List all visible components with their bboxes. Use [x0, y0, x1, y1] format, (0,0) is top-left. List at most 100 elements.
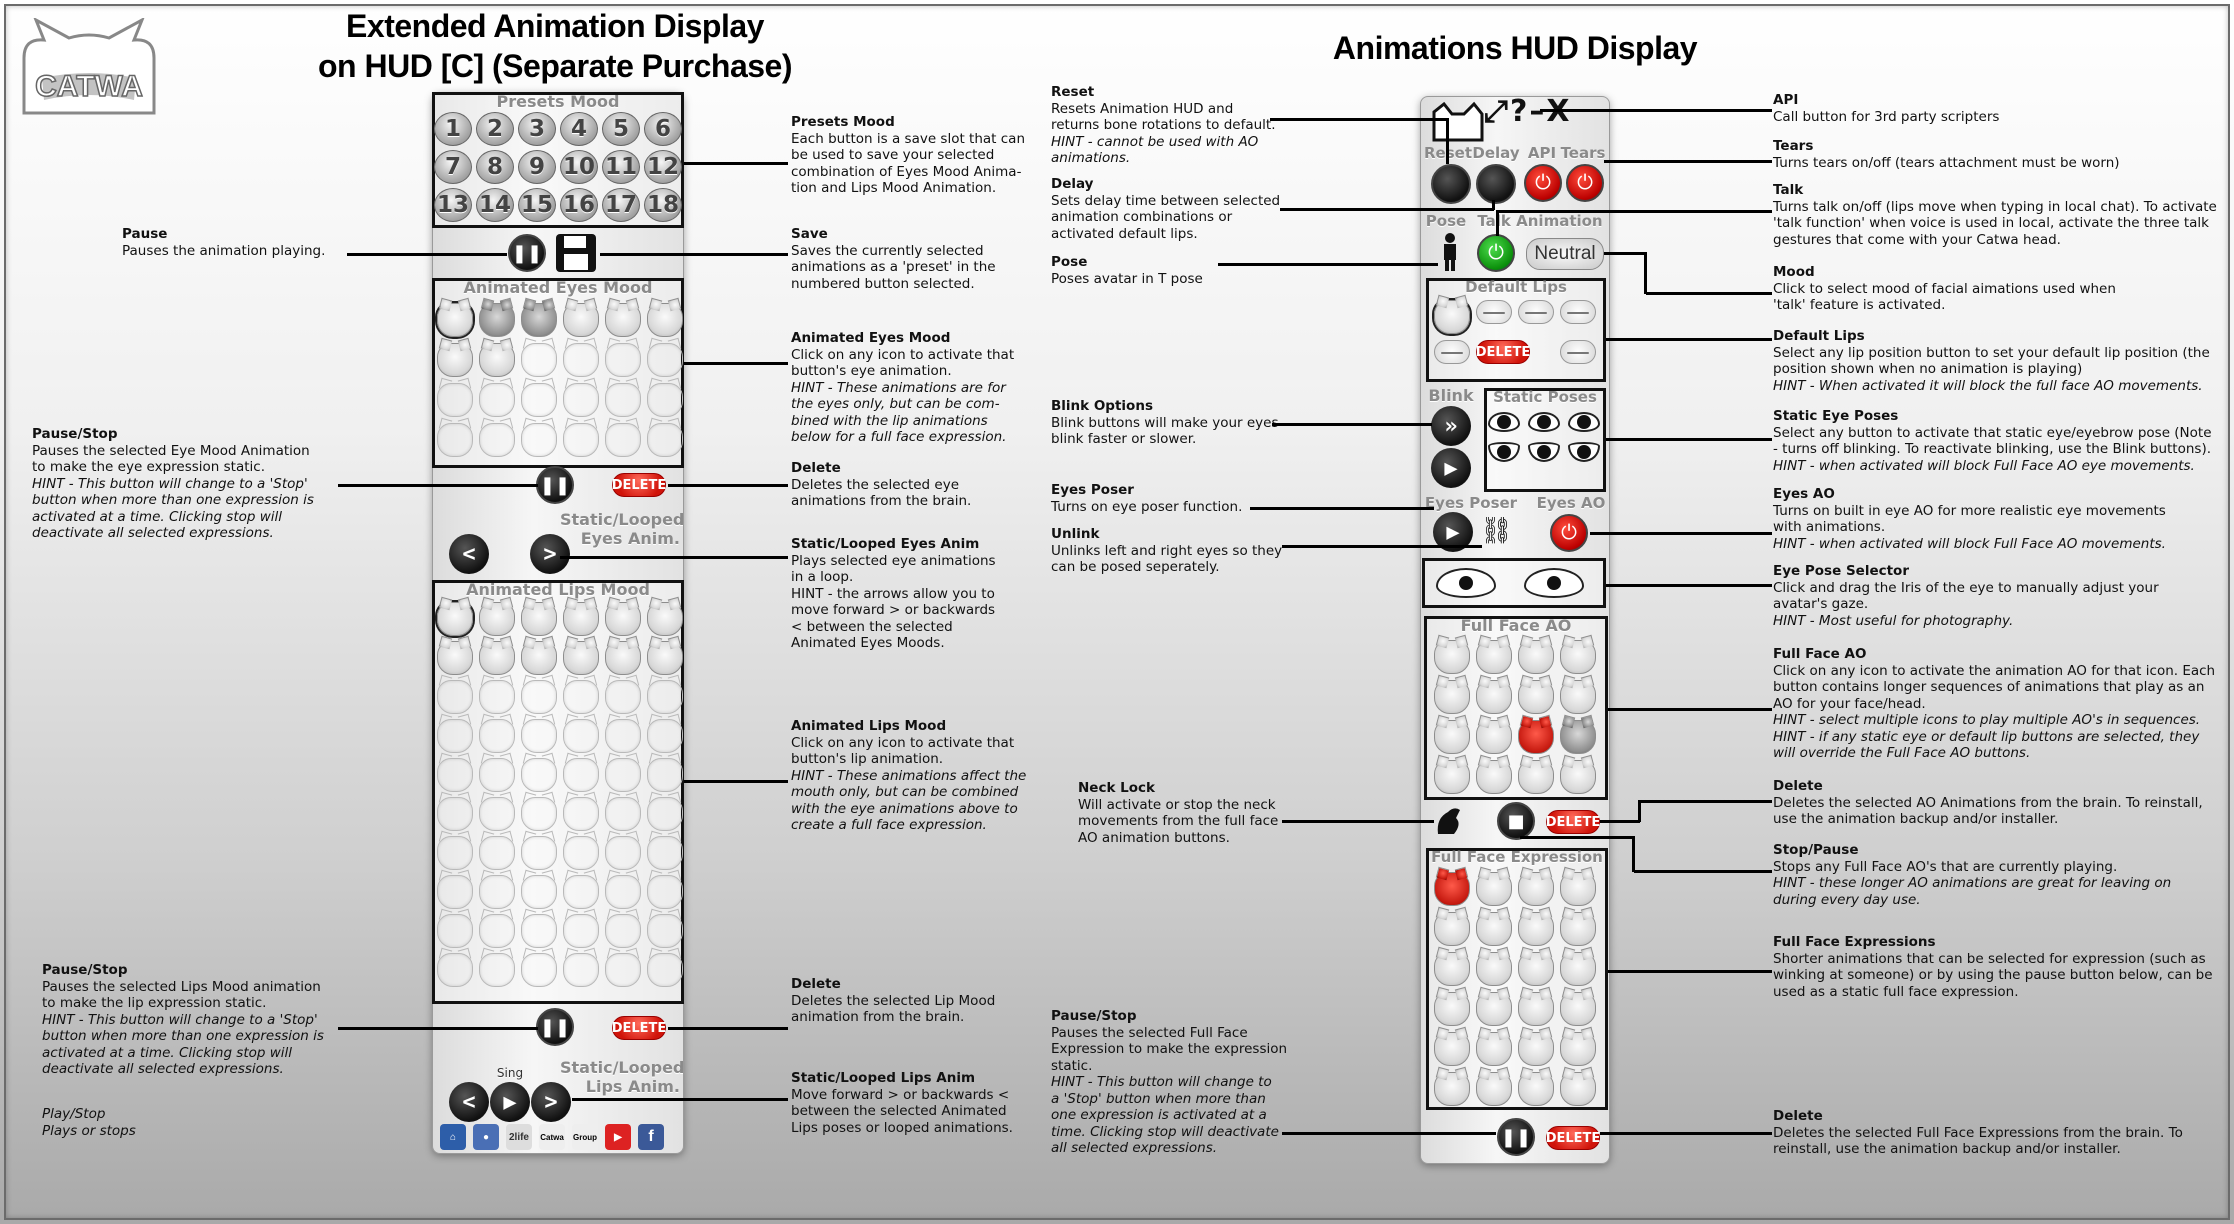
- full-face-ao-icon[interactable]: [1434, 720, 1470, 754]
- lip-mood-icon[interactable]: [647, 602, 683, 636]
- lip-mood-icon[interactable]: [521, 602, 557, 636]
- lip-mood-icon[interactable]: [605, 758, 641, 792]
- catwa-head-icon[interactable]: ●: [473, 1124, 499, 1150]
- full-face-expression-icon[interactable]: [1560, 912, 1596, 946]
- lip-mood-icon[interactable]: [437, 836, 473, 870]
- eye-mood-icon[interactable]: [605, 343, 641, 377]
- lip-mood-icon[interactable]: [437, 680, 473, 714]
- pose-icon[interactable]: [1438, 232, 1462, 272]
- lip-mood-icon[interactable]: [521, 680, 557, 714]
- full-face-ao-icon[interactable]: [1560, 640, 1596, 674]
- eye-mood-icon[interactable]: [479, 423, 515, 457]
- full-face-ao-icon[interactable]: [1476, 680, 1512, 714]
- full-face-ao-icon[interactable]: [1518, 720, 1554, 754]
- full-face-ao-icon[interactable]: [1476, 640, 1512, 674]
- lip-mood-icon[interactable]: [563, 836, 599, 870]
- eyes-prev-button[interactable]: <: [449, 534, 489, 574]
- lip-mood-icon[interactable]: [605, 836, 641, 870]
- lips-pause-button[interactable]: ❚❚: [536, 1008, 574, 1046]
- full-face-ao-icon[interactable]: [1434, 760, 1470, 794]
- lip-mood-icon[interactable]: [647, 875, 683, 909]
- lip-position-icon[interactable]: [1518, 300, 1554, 324]
- eyes-ao-button[interactable]: ⏻: [1550, 514, 1588, 552]
- lip-mood-icon[interactable]: [521, 797, 557, 831]
- blink-slow-button[interactable]: ▶: [1431, 448, 1471, 488]
- lip-mood-icon[interactable]: [647, 836, 683, 870]
- full-face-expression-icon[interactable]: [1434, 1032, 1470, 1066]
- lips-prev-button[interactable]: <: [449, 1082, 489, 1122]
- lip-mood-icon[interactable]: [605, 719, 641, 753]
- full-face-expression-icon[interactable]: [1434, 912, 1470, 946]
- eye-mood-icon[interactable]: [521, 423, 557, 457]
- full-face-expression-icon[interactable]: [1434, 992, 1470, 1026]
- lip-mood-icon[interactable]: [563, 602, 599, 636]
- ao-delete-button[interactable]: DELETE: [1546, 810, 1600, 834]
- reset-button[interactable]: [1431, 164, 1471, 204]
- full-face-expression-icon[interactable]: [1518, 872, 1554, 906]
- lip-mood-icon[interactable]: [647, 680, 683, 714]
- preset-button[interactable]: 4: [560, 112, 598, 146]
- lip-position-icon[interactable]: [1434, 340, 1470, 364]
- talk-button[interactable]: ⏻: [1477, 234, 1515, 272]
- lip-mood-icon[interactable]: [563, 719, 599, 753]
- close-icon[interactable]: X: [1546, 94, 1572, 129]
- eye-mood-icon[interactable]: [479, 303, 515, 337]
- eye-mood-icon[interactable]: [647, 343, 683, 377]
- preset-button[interactable]: 12: [644, 150, 682, 184]
- preset-button[interactable]: 5: [602, 112, 640, 146]
- lip-mood-icon[interactable]: [479, 680, 515, 714]
- lip-mood-icon[interactable]: [479, 836, 515, 870]
- delay-button[interactable]: [1476, 164, 1516, 204]
- eyes-delete-button[interactable]: DELETE: [612, 473, 666, 497]
- expression-pause-button[interactable]: ❚❚: [1497, 1118, 1535, 1156]
- preset-button[interactable]: 16: [560, 188, 598, 222]
- lip-mood-icon[interactable]: [563, 758, 599, 792]
- eye-mood-icon[interactable]: [437, 343, 473, 377]
- lip-mood-icon[interactable]: [437, 797, 473, 831]
- default-lips-delete-button[interactable]: DELETE: [1476, 340, 1530, 364]
- full-face-ao-icon[interactable]: [1518, 640, 1554, 674]
- expression-delete-button[interactable]: DELETE: [1546, 1126, 1600, 1150]
- lip-mood-icon[interactable]: [563, 914, 599, 948]
- lip-mood-icon[interactable]: [563, 641, 599, 675]
- preset-button[interactable]: 8: [476, 150, 514, 184]
- lip-mood-icon[interactable]: [647, 641, 683, 675]
- static-eye-pose-icon[interactable]: [1488, 412, 1520, 432]
- eye-mood-icon[interactable]: [521, 383, 557, 417]
- default-lips-head-icon[interactable]: [1434, 300, 1470, 334]
- lip-mood-icon[interactable]: [437, 758, 473, 792]
- lip-mood-icon[interactable]: [521, 875, 557, 909]
- full-face-expression-icon[interactable]: [1518, 1032, 1554, 1066]
- static-eye-pose-icon[interactable]: [1528, 442, 1560, 462]
- lip-mood-icon[interactable]: [563, 953, 599, 987]
- lip-mood-icon[interactable]: [647, 914, 683, 948]
- full-face-expression-icon[interactable]: [1434, 952, 1470, 986]
- lip-mood-icon[interactable]: [437, 875, 473, 909]
- lip-mood-icon[interactable]: [521, 836, 557, 870]
- full-face-ao-icon[interactable]: [1434, 640, 1470, 674]
- resize-icon[interactable]: ⤢: [1484, 94, 1510, 129]
- lip-mood-icon[interactable]: [647, 797, 683, 831]
- eye-mood-icon[interactable]: [563, 423, 599, 457]
- lip-mood-icon[interactable]: [521, 641, 557, 675]
- lip-position-icon[interactable]: [1476, 300, 1512, 324]
- lip-mood-icon[interactable]: [479, 602, 515, 636]
- full-face-ao-icon[interactable]: [1518, 760, 1554, 794]
- preset-button[interactable]: 18: [644, 188, 682, 222]
- pause-button[interactable]: ❚❚: [508, 234, 546, 272]
- preset-button[interactable]: 7: [434, 150, 472, 184]
- full-face-expression-icon[interactable]: [1560, 1032, 1596, 1066]
- eyes-pause-button[interactable]: ❚❚: [536, 466, 574, 504]
- full-face-ao-icon[interactable]: [1476, 760, 1512, 794]
- eye-mood-icon[interactable]: [647, 303, 683, 337]
- static-eye-pose-icon[interactable]: [1568, 412, 1600, 432]
- preset-button[interactable]: 1: [434, 112, 472, 146]
- full-face-expression-icon[interactable]: [1518, 992, 1554, 1026]
- preset-button[interactable]: 15: [518, 188, 556, 222]
- lip-mood-icon[interactable]: [479, 641, 515, 675]
- preset-button[interactable]: 13: [434, 188, 472, 222]
- left-eye-icon[interactable]: [1436, 568, 1496, 598]
- lip-mood-icon[interactable]: [479, 797, 515, 831]
- blink-fast-button[interactable]: »: [1431, 406, 1471, 446]
- youtube-icon[interactable]: ▶: [605, 1124, 631, 1150]
